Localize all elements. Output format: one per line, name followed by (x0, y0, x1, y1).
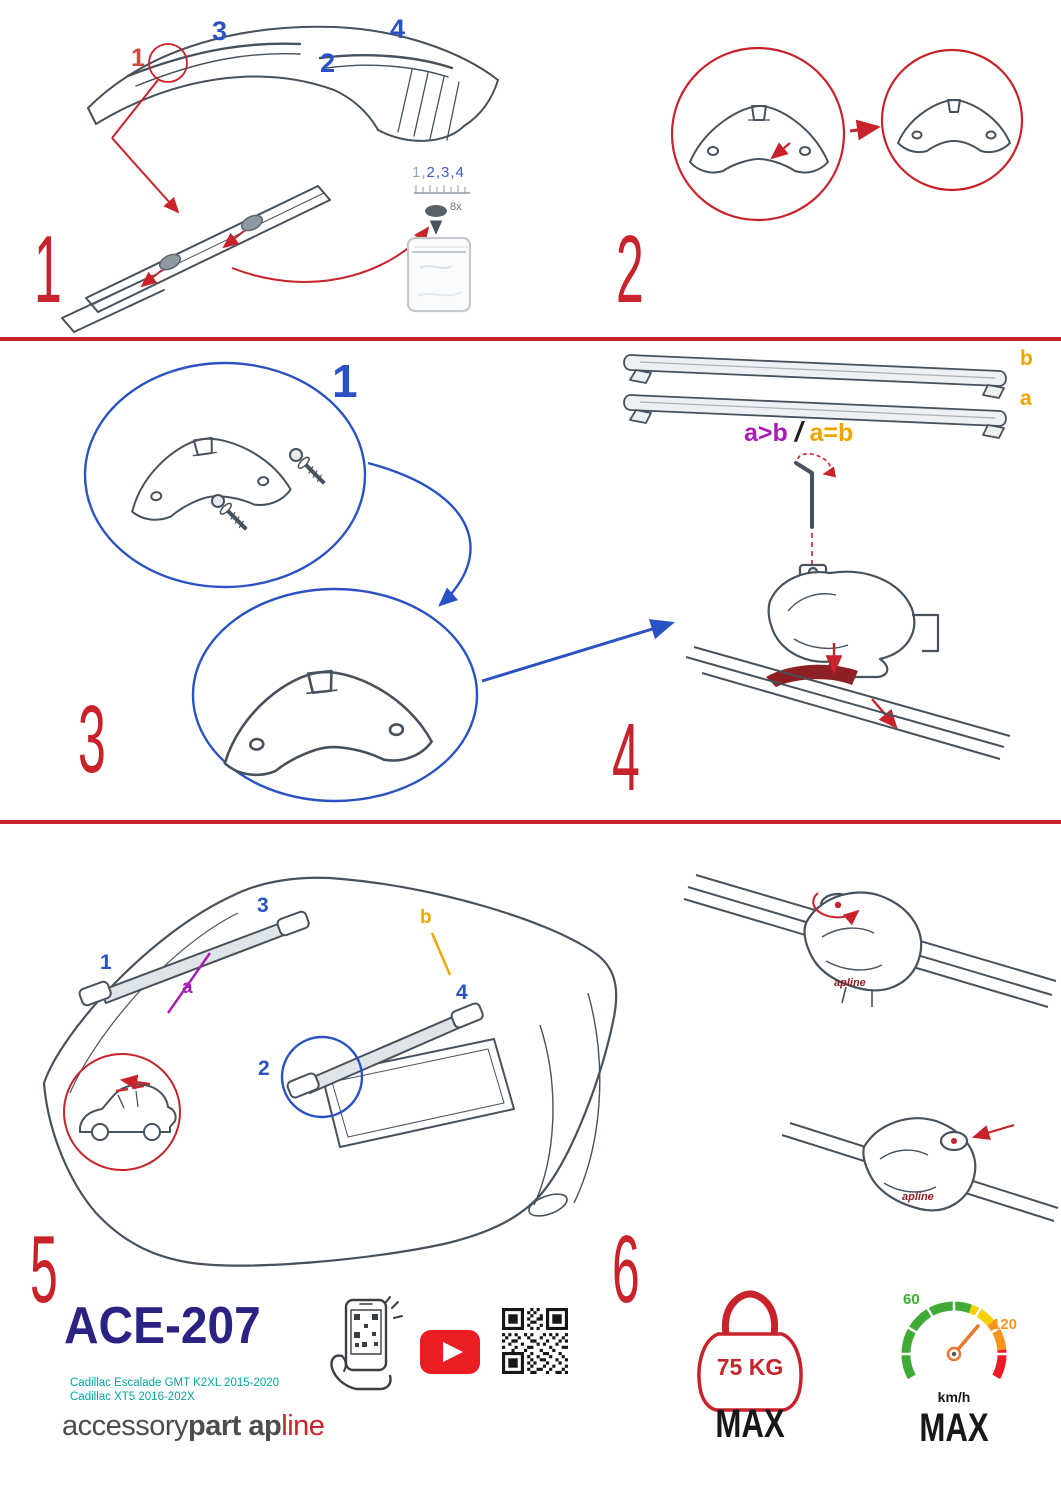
step1-red-arrows (111, 43, 430, 288)
step6-bottom-drawing (781, 1117, 1059, 1222)
brand-line: line (281, 1410, 325, 1442)
rule-a-equal-b: a=b (809, 419, 854, 447)
roof-point-1: 1 (131, 44, 145, 72)
step3-drawing (83, 361, 675, 803)
foot-brand-top: apline (834, 977, 866, 989)
small-car-sketch (79, 1083, 177, 1141)
max-speed-label: MAX (919, 1406, 989, 1450)
step5-label-b: b (420, 907, 432, 928)
step5-point-4: 4 (456, 981, 468, 1004)
brand-part: part (188, 1410, 241, 1442)
step4-number: 4 (612, 704, 640, 811)
bracket-sketch-large (223, 669, 433, 777)
rack-foot-sketch (862, 1117, 977, 1212)
crossbar-front-sketch (78, 910, 310, 1007)
max-load-label: MAX (715, 1402, 785, 1446)
step5-point-2: 2 (258, 1057, 270, 1080)
step1-step2-drawings (61, 25, 1024, 333)
bar-length-rule: a>b / a=b (744, 418, 853, 446)
bar-label-b: b (1020, 347, 1033, 370)
speed-low-label: 60 (903, 1291, 920, 1308)
step5-label-a: a (182, 977, 193, 998)
rule-a-greater-b: a>b (744, 419, 788, 447)
roof-point-4: 4 (390, 14, 406, 44)
brand-ap: ap (248, 1410, 282, 1442)
roof-rail-sketch (685, 646, 1011, 760)
max-load-value: 75 KG (716, 1354, 784, 1380)
car-direction-inset (63, 1053, 181, 1171)
plug-part-icon (425, 205, 447, 217)
rack-foot-sketch (803, 891, 923, 1007)
compatibility-line-2: Cadillac XT5 2016-202X (70, 1391, 195, 1403)
label-b-pointer (430, 932, 452, 976)
brand-logo: accessorypart apline (62, 1410, 325, 1442)
step6-top-drawing (683, 874, 1057, 1008)
plug-quantity: 8x (450, 201, 462, 213)
parts-reference-blue: 2,3,4 (426, 164, 465, 181)
crossbar-a-sketch (623, 394, 1007, 439)
speedometer-icon (900, 1300, 1008, 1383)
bar-label-a: a (1020, 387, 1032, 410)
roof-point-3: 3 (212, 16, 228, 46)
parts-reference: 1,2,3,4 (412, 165, 465, 180)
tighten-rotate-arrow (812, 892, 860, 926)
lock-point-arrow (971, 1123, 1015, 1140)
weight-limit-icon (697, 1290, 803, 1412)
section-divider (0, 820, 1061, 824)
bracket-sketch (131, 436, 292, 521)
crossbar-rear-sketch (286, 1002, 484, 1099)
foot-highlight-circle (280, 1035, 364, 1119)
car-roof-sketch (87, 25, 499, 142)
step1-number: 1 (34, 216, 62, 323)
step4-drawing (623, 354, 1011, 760)
phone-qr-scan-icon (330, 1296, 403, 1391)
parts-reference-gray: 1, (412, 164, 427, 181)
step5-number: 5 (30, 1216, 58, 1323)
step5-roof-drawing (42, 876, 618, 1267)
step5-point-3: 3 (257, 894, 269, 917)
step3-number: 3 (78, 686, 106, 793)
step5-point-1: 1 (100, 951, 112, 974)
qr-code-icon (502, 1308, 568, 1374)
foot-brand-bottom: apline (902, 1191, 934, 1203)
rail-closeup-sketch (61, 185, 331, 333)
product-code: ACE-207 (64, 1297, 261, 1355)
brand-accessory: accessory (62, 1410, 189, 1442)
step6-number: 6 (612, 1216, 640, 1323)
screw-sketch (289, 448, 326, 485)
step2-drawing (670, 46, 1024, 222)
rack-foot-sketch (767, 563, 940, 679)
bracket-clicked-sketch (897, 99, 1011, 154)
step3-step4-drawings (83, 354, 1011, 803)
compatibility-line-1: Cadillac Escalade GMT K2XL 2015-2020 (70, 1377, 280, 1389)
step3-callout-1: 1 (332, 355, 358, 407)
screw-sketch (211, 494, 248, 531)
rail-plug-parts (158, 214, 264, 271)
hardware-bag-sketch (406, 185, 472, 313)
speed-high-label: 120 (992, 1316, 1018, 1333)
allen-key-sketch (794, 452, 837, 573)
roof-point-2: 2 (320, 48, 336, 78)
crossbar-b-sketch (623, 354, 1007, 399)
section-divider (0, 337, 1061, 341)
label-a-pointer (167, 952, 211, 1014)
bracket-sketch (689, 105, 829, 174)
speed-unit: km/h (937, 1389, 971, 1405)
rule-separator: / (794, 416, 803, 447)
step5-step6-drawings (42, 874, 1059, 1267)
youtube-icon (420, 1330, 480, 1374)
step2-number: 2 (616, 216, 644, 323)
plastic-bag-icon (406, 236, 472, 313)
